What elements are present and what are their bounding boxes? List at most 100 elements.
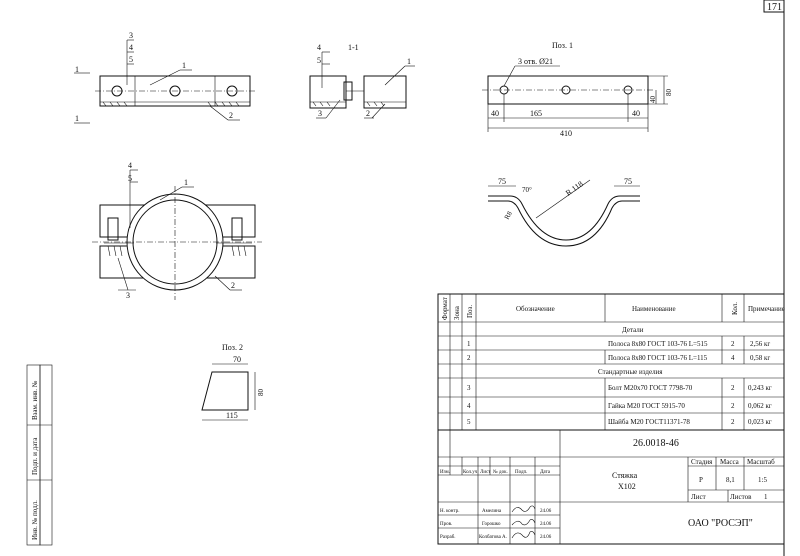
section-title: 1-1: [348, 43, 359, 52]
spec-row-qty: 2: [731, 340, 735, 348]
f-callout-2: 2: [231, 281, 235, 290]
callout-4: 4: [129, 43, 133, 52]
callout-3: 3: [129, 31, 133, 40]
spec-row-qty: 2: [731, 384, 735, 392]
spec-row-name: Шайба М20 ГОСТ11371-78: [608, 418, 690, 426]
pos2-view: Поз. 2 70 80 115: [201, 343, 265, 421]
callout-1: 1: [182, 61, 186, 70]
pos1-view: Поз. 1 3 отв. Ø21 40 165 40 410 40 80: [482, 41, 673, 138]
section-mark-top: 1: [75, 65, 79, 74]
callout-2: 2: [229, 111, 233, 120]
spec-row-pos: 5: [467, 418, 471, 426]
side-stamp: Взам. инв. № Подп. и дата Инв. № подл.: [26, 364, 53, 546]
section-1-1: 1-1 4 5 1 3 2: [309, 43, 415, 119]
tb-rev-sign: Подп.: [515, 470, 527, 475]
tb-stage-value: Р: [699, 476, 703, 484]
pos1-dim-total: 410: [560, 129, 572, 138]
tb-scale-value: 1:5: [758, 476, 767, 484]
bent-dim-a: 75: [498, 177, 506, 186]
spec-row-name: Полоса 8х80 ГОСТ 103-76 L=115: [608, 354, 708, 362]
page-number-box: [763, 0, 785, 13]
spec-header-qty: Кол.: [731, 302, 739, 315]
tb-mass-label: Масса: [720, 458, 740, 466]
pos1-dim-h2: 80: [665, 89, 673, 97]
pos1-title: Поз. 1: [552, 41, 573, 50]
bent-dim-r1: R 118: [564, 179, 585, 197]
spec-row-qty: 2: [731, 402, 735, 410]
tb-signer-date: 24.06: [540, 535, 552, 540]
tb-name-line1: Стяжка: [612, 471, 638, 480]
tb-sheets-label: Листов: [730, 493, 752, 501]
signature-1: [511, 505, 536, 513]
spec-row-name: Гайка М20 ГОСТ 5915-70: [608, 402, 685, 410]
tb-signer-name: Горошко: [482, 522, 501, 527]
tb-signer-date: 24.06: [540, 522, 552, 527]
tb-signer-role: Разраб.: [440, 535, 456, 540]
pos2-title: Поз. 2: [222, 343, 243, 352]
spec-row-name: Болт М20х70 ГОСТ 7798-70: [608, 384, 693, 392]
bent-dim-b: 75: [624, 177, 632, 186]
tb-rev-koluch: Кол.уч: [463, 470, 478, 475]
f-callout-4: 4: [128, 161, 132, 170]
spec-header-pos: Поз.: [466, 305, 474, 318]
tb-signer-name: Колбатова А.: [479, 535, 507, 540]
section-mark-bottom: 1: [75, 114, 79, 123]
pos1-dim-a: 40: [491, 109, 499, 118]
spec-row-qty: 4: [731, 354, 735, 362]
pos1-dim-h1: 40: [649, 96, 657, 104]
page-number: 171: [767, 2, 782, 13]
spec-row-pos: 1: [467, 340, 471, 348]
spec-row-qty: 2: [731, 418, 735, 426]
f-callout-1: 1: [184, 178, 188, 187]
tb-company: ОАО "РОСЭП": [688, 518, 753, 529]
signature-2: [511, 519, 536, 526]
spec-section-details: Детали: [622, 326, 644, 334]
spec-header-format: Формат: [441, 297, 449, 320]
s-callout-4: 4: [317, 43, 321, 52]
f-callout-5: 5: [128, 174, 132, 183]
bent-dim-angle: 70°: [522, 186, 532, 194]
spec-row-name: Полоса 8х80 ГОСТ 103-76 L=515: [608, 340, 708, 348]
s-callout-3: 3: [318, 109, 322, 118]
stamp-sign-date: Подп. и дата: [31, 437, 39, 475]
pos1-dim-b: 165: [530, 109, 542, 118]
tb-name-line2: Х102: [618, 482, 636, 491]
tb-sheets-value: 1: [764, 493, 768, 501]
spec-table: Формат Зона Поз. Обозначение Наименовани…: [437, 293, 785, 431]
s-callout-5: 5: [317, 56, 321, 65]
spec-header-note: Примечание: [748, 305, 785, 313]
pos2-dim-side: 80: [257, 389, 265, 397]
pos2-dim-bottom: 115: [226, 411, 238, 420]
spec-row-note: 0,243 кг: [748, 384, 772, 392]
spec-row-pos: 2: [467, 354, 471, 362]
tb-signer-role: Н. контр.: [440, 509, 459, 514]
spec-header-designation: Обозначение: [516, 305, 555, 313]
spec-row-note: 0,062 кг: [748, 402, 772, 410]
stamp-inv-orig: Инв. № подл.: [31, 500, 39, 540]
spec-row-note: 2,56 кг: [750, 340, 770, 348]
pos1-holes: 3 отв. Ø21: [518, 57, 553, 66]
spec-row-pos: 4: [467, 402, 471, 410]
spec-header-zone: Зона: [453, 305, 461, 320]
spec-row-note: 0,023 кг: [748, 418, 772, 426]
spec-row-pos: 3: [467, 384, 471, 392]
tb-rev-izm: Изм.: [440, 470, 450, 475]
pos1-bent: 75 75 R 118 R8 70°: [488, 177, 640, 247]
tb-scale-label: Масштаб: [747, 458, 775, 466]
tb-rev-list: Лист: [480, 470, 491, 475]
stamp-replace-inv: Взам. инв. №: [31, 380, 39, 420]
tb-sheet-label: Лист: [691, 493, 706, 501]
pos1-dim-c: 40: [632, 109, 640, 118]
spec-header-name: Наименование: [632, 305, 676, 313]
tb-rev-doc: № док.: [493, 469, 508, 475]
spec-section-standard: Стандартные изделия: [598, 368, 663, 376]
tb-signer-role: Пров.: [440, 522, 452, 527]
signature-3: [511, 531, 536, 539]
s-callout-2: 2: [366, 109, 370, 118]
callout-5: 5: [129, 55, 133, 64]
spec-row-note: 0,58 кг: [750, 354, 770, 362]
tb-rev-date: Дата: [540, 470, 551, 475]
f-callout-3: 3: [126, 291, 130, 300]
tb-designation: 26.0018-46: [633, 438, 679, 449]
